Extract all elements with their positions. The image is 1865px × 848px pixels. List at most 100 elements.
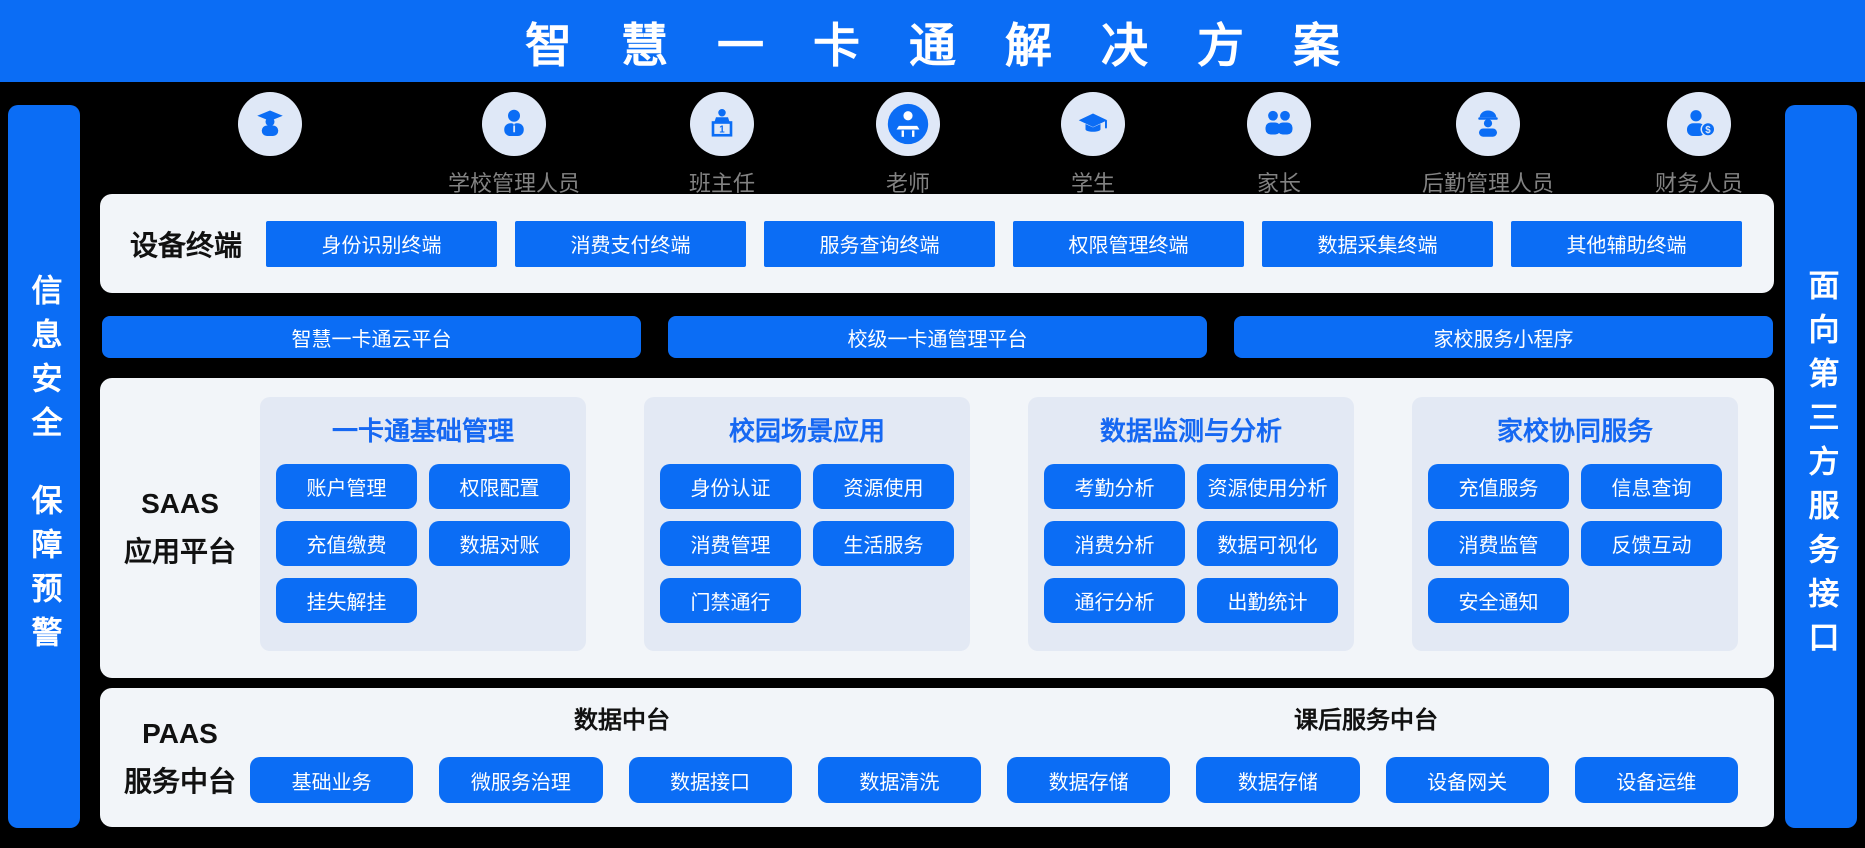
role-item: 1 班主任 <box>622 92 822 198</box>
role-item: 学生 <box>993 92 1193 198</box>
info-security-text-1: 信息安全 <box>26 273 62 450</box>
paas-service-chip[interactable]: 数据接口 <box>628 757 792 803</box>
device-terminal-chip[interactable]: 消费支付终端 <box>515 220 746 267</box>
role-item: $ 财务人员 <box>1599 92 1799 198</box>
role-item: 后勤管理人员 <box>1388 92 1588 198</box>
device-terminal-panel: 设备终端 身份识别终端 消费支付终端 服务查询终端 权限管理终端 数据采集终端 … <box>100 194 1774 293</box>
paas-service-chip[interactable]: 设备运维 <box>1574 757 1738 803</box>
device-terminal-chip[interactable]: 身份识别终端 <box>266 220 497 267</box>
device-panel-label: 设备终端 <box>130 229 243 261</box>
saas-button-grid: 考勤分析 资源使用分析 消费分析 数据可视化 通行分析 出勤统计 <box>1044 464 1338 623</box>
saas-feature-chip[interactable]: 考勤分析 <box>1044 464 1185 509</box>
saas-feature-chip[interactable]: 生活服务 <box>813 521 954 566</box>
role-label: 家长 <box>1256 171 1301 196</box>
saas-group-card-home-school: 家校协同服务 充值服务 信息查询 消费监管 反馈互动 安全通知 <box>1412 397 1738 651</box>
saas-feature-chip[interactable]: 挂失解挂 <box>276 578 417 623</box>
role-circle: $ <box>1667 92 1731 156</box>
saas-button-grid: 充值服务 信息查询 消费监管 反馈互动 安全通知 <box>1428 464 1722 623</box>
saas-feature-chip[interactable]: 数据对账 <box>429 521 570 566</box>
role-circle <box>482 92 546 156</box>
role-item: 家长 <box>1179 92 1379 198</box>
paas-service-chip[interactable]: 微服务治理 <box>439 757 603 803</box>
saas-group-title: 一卡通基础管理 <box>331 416 514 446</box>
head-teacher-podium-icon: 1 <box>711 109 733 137</box>
platform-bar-row: 智慧一卡通云平台 校级一卡通管理平台 家校服务小程序 <box>102 316 1773 358</box>
device-terminal-chip[interactable]: 服务查询终端 <box>764 220 995 267</box>
paas-label-line2: 服务中台 <box>123 765 236 797</box>
saas-label-line1: SAAS <box>141 488 219 520</box>
saas-feature-chip[interactable]: 资源使用分析 <box>1197 464 1338 509</box>
saas-label-line2: 应用平台 <box>123 536 236 567</box>
paas-service-chip[interactable]: 基础业务 <box>250 757 414 803</box>
role-label: 学校管理人员 <box>447 171 580 196</box>
saas-button-grid: 身份认证 资源使用 消费管理 生活服务 门禁通行 <box>660 464 954 623</box>
saas-feature-chip[interactable]: 充值缴费 <box>276 521 417 566</box>
paas-section-title-data: 数据中台 <box>574 707 670 734</box>
paas-platform-panel: PAAS 服务中台 数据中台 课后服务中台 基础业务 微服务治理 数据接口 数据… <box>100 688 1774 827</box>
role-circle: 1 <box>690 92 754 156</box>
role-circle <box>238 92 302 156</box>
saas-feature-chip[interactable]: 门禁通行 <box>660 578 801 623</box>
saas-feature-chip[interactable]: 资源使用 <box>813 464 954 509</box>
saas-feature-chip[interactable]: 权限配置 <box>429 464 570 509</box>
saas-feature-chip[interactable]: 安全通知 <box>1428 578 1569 623</box>
saas-feature-chip[interactable]: 消费监管 <box>1428 521 1569 566</box>
saas-feature-chip[interactable]: 数据可视化 <box>1197 521 1338 566</box>
role-item <box>170 92 370 166</box>
saas-panel-label: SAAS 应用平台 <box>110 378 250 678</box>
title-banner: 智慧一卡通解决方案 <box>0 0 1865 82</box>
role-circle <box>1061 92 1125 156</box>
role-circle <box>876 92 940 156</box>
paas-panel-label: PAAS 服务中台 <box>110 688 250 827</box>
saas-feature-chip[interactable]: 消费管理 <box>660 521 801 566</box>
role-label: 后勤管理人员 <box>1421 171 1554 196</box>
saas-group-card-basic: 一卡通基础管理 账户管理 权限配置 充值缴费 数据对账 挂失解挂 <box>260 397 586 651</box>
device-terminal-chip[interactable]: 数据采集终端 <box>1262 220 1493 267</box>
teacher-desk-icon <box>887 103 929 145</box>
logistics-worker-icon <box>1478 110 1498 137</box>
graduate-person-icon <box>257 110 283 136</box>
saas-feature-chip[interactable]: 充值服务 <box>1428 464 1569 509</box>
paas-service-chip[interactable]: 数据存储 <box>1007 757 1171 803</box>
paas-section-headers: 数据中台 课后服务中台 <box>250 700 1738 735</box>
student-cap-icon <box>1078 113 1108 132</box>
saas-feature-chip[interactable]: 账户管理 <box>276 464 417 509</box>
saas-feature-chip[interactable]: 信息查询 <box>1581 464 1722 509</box>
saas-group-title: 校园场景应用 <box>728 416 885 446</box>
saas-feature-chip[interactable]: 身份认证 <box>660 464 801 509</box>
platform-bar-cloud[interactable]: 智慧一卡通云平台 <box>102 316 641 358</box>
manager-person-icon <box>504 109 524 136</box>
parents-icon <box>1265 110 1293 135</box>
svg-text:$: $ <box>1705 125 1711 136</box>
svg-text:1: 1 <box>719 124 725 135</box>
role-label: 学生 <box>1070 171 1115 196</box>
saas-platform-panel: SAAS 应用平台 一卡通基础管理 账户管理 权限配置 充值缴费 数据对账 挂失… <box>100 378 1774 678</box>
role-item: 老师 <box>808 92 1008 198</box>
saas-feature-chip[interactable]: 出勤统计 <box>1197 578 1338 623</box>
saas-group-card-campus: 校园场景应用 身份认证 资源使用 消费管理 生活服务 门禁通行 <box>644 397 970 651</box>
platform-bar-miniprogram[interactable]: 家校服务小程序 <box>1234 316 1773 358</box>
paas-service-chip[interactable]: 数据存储 <box>1196 757 1360 803</box>
third-party-interface-text: 面向第三方服务接口 <box>1803 268 1839 665</box>
paas-chip-row: 基础业务 微服务治理 数据接口 数据清洗 数据存储 数据存储 设备网关 设备运维 <box>250 757 1738 803</box>
role-label: 老师 <box>885 171 930 196</box>
paas-label-line1: PAAS <box>142 717 218 749</box>
device-terminal-chip[interactable]: 其他辅助终端 <box>1511 220 1742 267</box>
paas-service-chip[interactable]: 设备网关 <box>1385 757 1549 803</box>
info-security-text-2: 保障预警 <box>26 483 62 660</box>
saas-feature-chip[interactable]: 反馈互动 <box>1581 521 1722 566</box>
role-circle <box>1456 92 1520 156</box>
paas-service-chip[interactable]: 数据清洗 <box>817 757 981 803</box>
paas-section-title-afterschool: 课后服务中台 <box>1294 707 1438 734</box>
saas-feature-chip[interactable]: 通行分析 <box>1044 578 1185 623</box>
solution-title: 智慧一卡通解决方案 <box>525 18 1389 72</box>
role-circle <box>1247 92 1311 156</box>
platform-bar-school[interactable]: 校级一卡通管理平台 <box>668 316 1207 358</box>
device-terminal-chip[interactable]: 权限管理终端 <box>1013 220 1244 267</box>
saas-button-grid: 账户管理 权限配置 充值缴费 数据对账 挂失解挂 <box>276 464 570 623</box>
saas-feature-chip[interactable]: 消费分析 <box>1044 521 1185 566</box>
finance-person-icon: $ <box>1687 110 1716 137</box>
role-label: 财务人员 <box>1654 171 1743 196</box>
saas-group-title: 家校协同服务 <box>1496 416 1653 446</box>
third-party-interface-rail: 面向第三方服务接口 <box>1785 105 1857 828</box>
